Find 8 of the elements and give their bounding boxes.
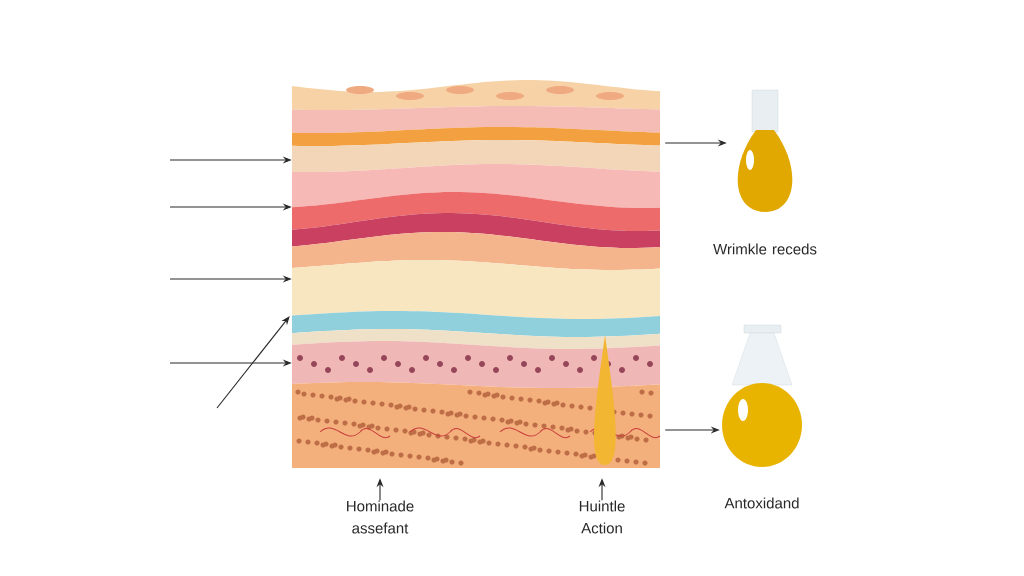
- bottle-drawing: [722, 324, 802, 467]
- skin-layers-drawing: [292, 80, 661, 468]
- label: Antoxidand: [724, 497, 799, 509]
- bottle-drawing: [737, 89, 793, 212]
- arrow: [216, 316, 290, 409]
- label: Hominade assefant: [347, 500, 414, 534]
- label: Wrimkle receds: [713, 243, 817, 255]
- label: Huintle Action: [579, 500, 625, 534]
